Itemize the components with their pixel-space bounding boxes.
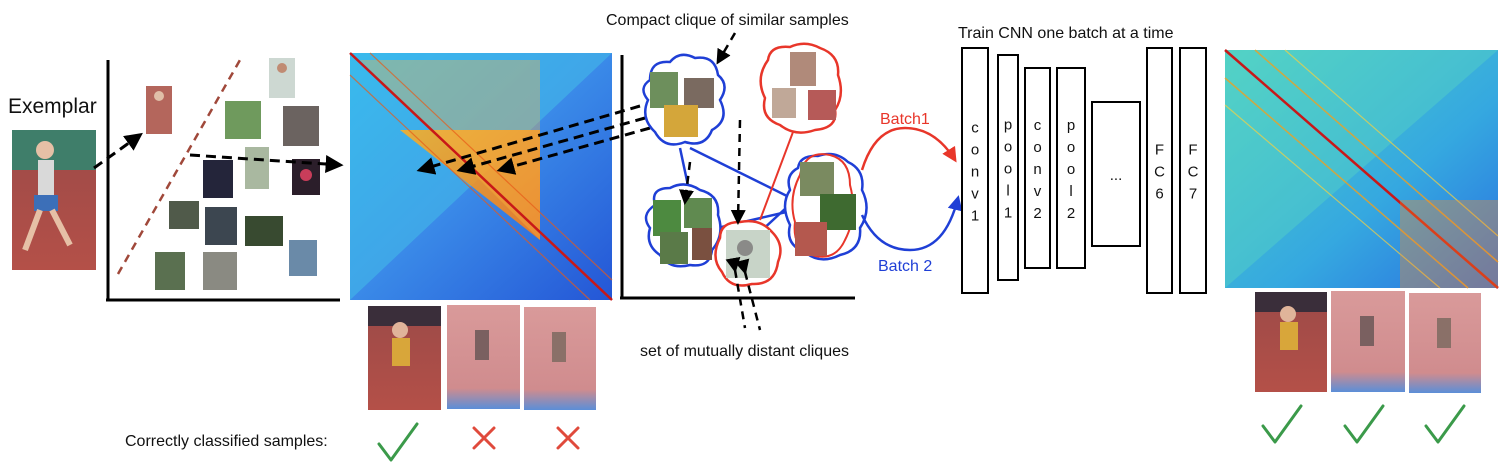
- cnn-layer-char: v: [1034, 183, 1042, 200]
- cross-icon: [556, 426, 580, 450]
- cluster-arrow: [189, 153, 344, 174]
- distant-cliques-label: set of mutually distant cliques: [640, 343, 849, 360]
- cnn-layer-char: l: [1006, 183, 1009, 200]
- sample-thumb: [203, 160, 233, 198]
- distant-clique-arrow: [730, 119, 746, 225]
- sample-thumb: [245, 216, 283, 246]
- cnn-layer-char: l: [1069, 183, 1072, 200]
- check-icon: [1261, 404, 1303, 444]
- check-icon: [1343, 404, 1385, 444]
- clique-red-top: [759, 42, 843, 134]
- cnn-layer-char: 2: [1033, 205, 1041, 222]
- compact-clique-label: Compact clique of similar samples: [606, 12, 849, 29]
- clique-to-matrix-arrow: [416, 104, 641, 175]
- check-icon: [1424, 404, 1466, 444]
- embedding-plot: [106, 58, 344, 302]
- sample-thumb: [155, 252, 185, 290]
- cnn-layer-char: o: [971, 142, 979, 159]
- cnn-layer-char: C: [1154, 164, 1165, 181]
- cnn-layer-5: ...: [1091, 101, 1141, 247]
- cnn-layer-char: n: [1033, 161, 1041, 178]
- cnn-layer-char: o: [1067, 161, 1075, 178]
- classification-marks-before: [377, 422, 580, 462]
- cnn-layer-char: 6: [1155, 186, 1163, 203]
- sample-thumb: [203, 252, 237, 290]
- result-image-before-2: [447, 305, 520, 409]
- cnn-layer-char: F: [1188, 142, 1197, 159]
- result-image-after-2: [1331, 291, 1405, 392]
- cnn-layer-char: 1: [1004, 205, 1012, 222]
- clique-blue-left: [644, 183, 722, 268]
- sample-thumb: [269, 58, 295, 98]
- cnn-layer-char: n: [971, 164, 979, 181]
- cross-icon: [472, 426, 496, 450]
- cnn-layer-char: c: [1034, 117, 1042, 134]
- clique-to-matrix-arrow: [456, 116, 646, 175]
- similarity-matrix-after: [1224, 49, 1499, 289]
- train-cnn-label: Train CNN one batch at a time: [958, 25, 1174, 42]
- batch2-arrow: [860, 195, 963, 252]
- cnn-layer-char: c: [971, 120, 979, 137]
- clique-arrow: [716, 32, 737, 65]
- clique-blue-right: [783, 152, 868, 261]
- cnn-layer-char: v: [971, 186, 979, 203]
- sample-thumb: [169, 201, 199, 229]
- correctly-classified-label: Correctly classified samples:: [125, 433, 328, 450]
- cnn-layer-7: FC 7: [1179, 47, 1207, 294]
- cnn-layer-char: C: [1188, 164, 1199, 181]
- cnn-layer-char: 1: [971, 208, 979, 225]
- cnn-layer-char: o: [1033, 139, 1041, 156]
- exemplar-arrow: [93, 132, 143, 170]
- cnn-layer-char: o: [1004, 139, 1012, 156]
- distant-clique-arrow: [725, 256, 747, 329]
- result-image-after-1: [1255, 292, 1327, 392]
- sample-thumb: [146, 86, 172, 134]
- cnn-layer-char: 2: [1067, 205, 1075, 222]
- cnn-layer-char: p: [1004, 117, 1012, 134]
- exemplar-image: [12, 130, 96, 270]
- clique-to-matrix-arrow: [496, 126, 651, 175]
- clique-blue-top: [642, 53, 726, 146]
- check-icon: [377, 422, 419, 462]
- distant-clique-arrow: [679, 161, 694, 205]
- clique-red-bottom: [714, 219, 782, 287]
- result-image-before-3: [524, 307, 596, 410]
- sample-thumb: [283, 106, 319, 146]
- cnn-layer-char: 7: [1189, 186, 1197, 203]
- exemplar-label: Exemplar: [8, 95, 97, 118]
- cnn-layer-char: F: [1155, 142, 1164, 159]
- sample-thumb: [245, 147, 269, 189]
- batch2-label: Batch 2: [878, 258, 932, 275]
- cnn-layer-char: p: [1067, 117, 1075, 134]
- cnn-layer-char: o: [1004, 161, 1012, 178]
- cnn-layer-char: o: [1067, 139, 1075, 156]
- sample-thumb: [205, 207, 237, 245]
- result-image-before-1: [368, 306, 441, 410]
- sample-thumb: [289, 240, 317, 276]
- sample-thumb: [292, 159, 320, 195]
- batch1-label: Batch1: [880, 111, 930, 128]
- result-image-after-3: [1409, 293, 1481, 393]
- cnn-layer-char: ...: [1110, 167, 1123, 184]
- clique-panel: [620, 42, 868, 331]
- distant-clique-arrow: [734, 258, 762, 331]
- sample-thumb: [225, 101, 261, 139]
- batch1-arrow: [860, 126, 957, 171]
- classification-marks-after: [1261, 404, 1466, 444]
- similarity-matrix-before: [349, 52, 613, 301]
- cnn-layer-6: FC 6: [1146, 47, 1173, 294]
